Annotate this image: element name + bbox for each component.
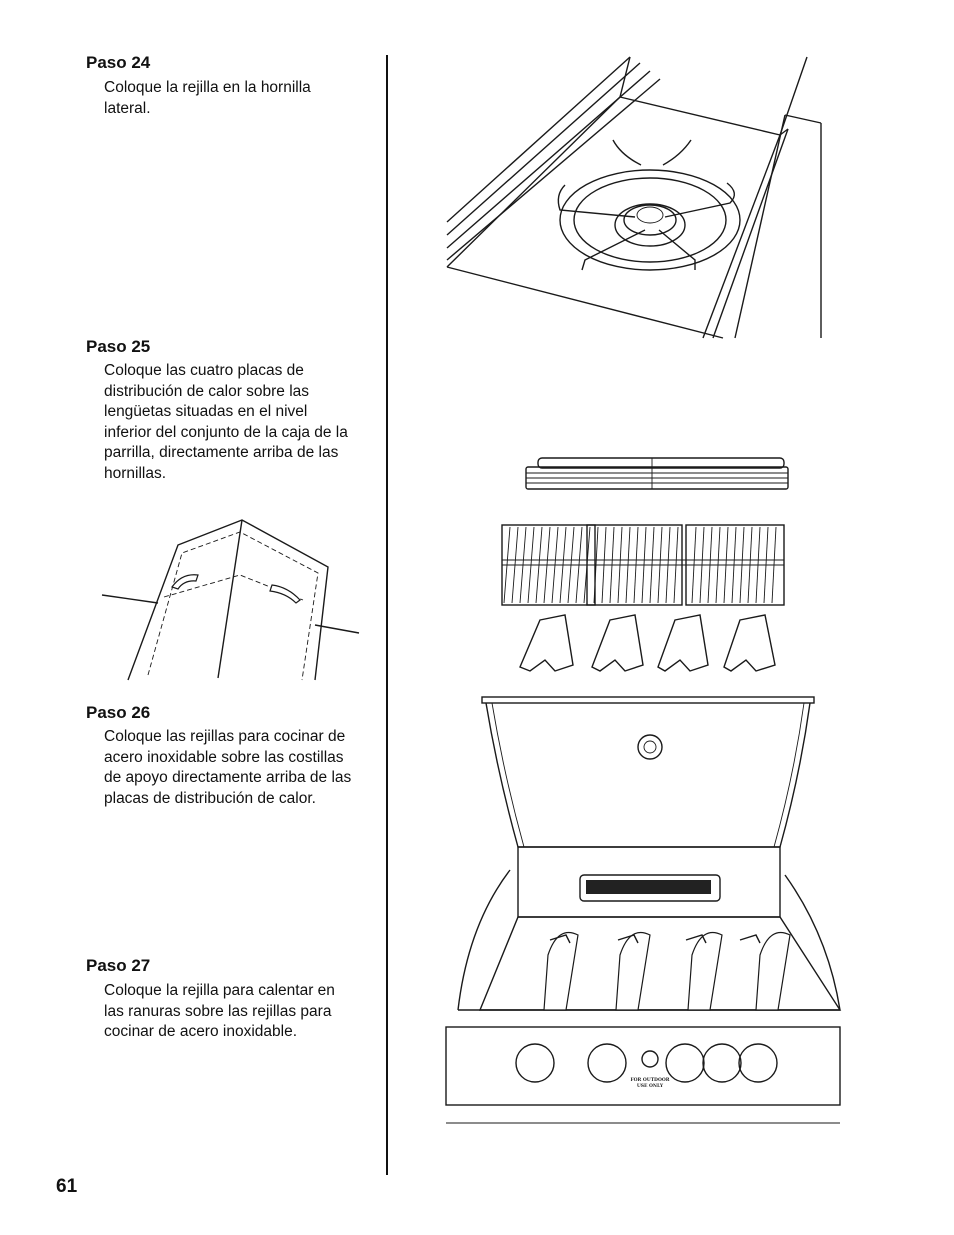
step-24-line-1: Coloque la rejilla en la hornilla	[104, 79, 311, 96]
outdoor-label-line-2: USE ONLY	[637, 1083, 664, 1089]
grill-assembly-illustration: FOR OUTDOOR USE ONLY	[445, 457, 842, 1124]
outdoor-label-line-1: FOR OUTDOOR	[630, 1077, 669, 1083]
page-number: 61	[56, 1176, 78, 1197]
step-27-line-1: Coloque la rejilla para calentar en	[104, 982, 335, 999]
step-24-text: Coloque la rejilla en la hornilla latera…	[104, 78, 366, 119]
grill-firebox	[457, 846, 842, 1011]
step-25-line-3: lengüetas situadas en el nivel	[104, 403, 308, 420]
step-25-line-1: Coloque las cuatro placas de	[104, 362, 304, 379]
step-24-line-2: lateral.	[104, 99, 151, 117]
step-25-text: Coloque las cuatro placas de distribució…	[104, 361, 366, 484]
step-26-line-3: de apoyo directamente arriba de las	[104, 769, 352, 786]
step-24-title: Paso 24	[86, 53, 151, 72]
step-25-line-5: parrilla, directamente arriba de las	[104, 444, 339, 461]
step-26-title: Paso 26	[86, 703, 151, 722]
step-27-line-2: las ranuras sobre las rejillas para	[104, 1002, 332, 1020]
heat-plates	[519, 614, 776, 672]
warming-rack	[525, 457, 789, 490]
side-burner-grate-illustration	[446, 56, 822, 339]
heat-plate-tabs-illustration	[101, 519, 360, 681]
step-25-line-6: hornillas.	[104, 464, 167, 482]
control-panel: FOR OUTDOOR USE ONLY	[445, 1026, 841, 1124]
step-25-line-2: distribución de calor sobre las	[104, 382, 310, 400]
step-26-line-1: Coloque las rejillas para cocinar de	[104, 728, 346, 745]
step-27-title: Paso 27	[86, 956, 151, 975]
grill-lid	[481, 696, 815, 848]
step-25-title: Paso 25	[86, 337, 151, 356]
cooking-grates	[501, 524, 785, 606]
step-27-text: Coloque la rejilla para calentar en las …	[104, 981, 366, 1043]
step-26-text: Coloque las rejillas para cocinar de ace…	[104, 727, 366, 809]
column-divider	[386, 55, 388, 1175]
step-26-line-4: placas de distribución de calor.	[104, 789, 316, 807]
step-26-line-2: acero inoxidable sobre las costillas	[104, 748, 344, 766]
step-25-line-4: inferior del conjunto de la caja de la	[104, 423, 348, 441]
step-27-line-3: cocinar de acero inoxidable.	[104, 1023, 298, 1040]
